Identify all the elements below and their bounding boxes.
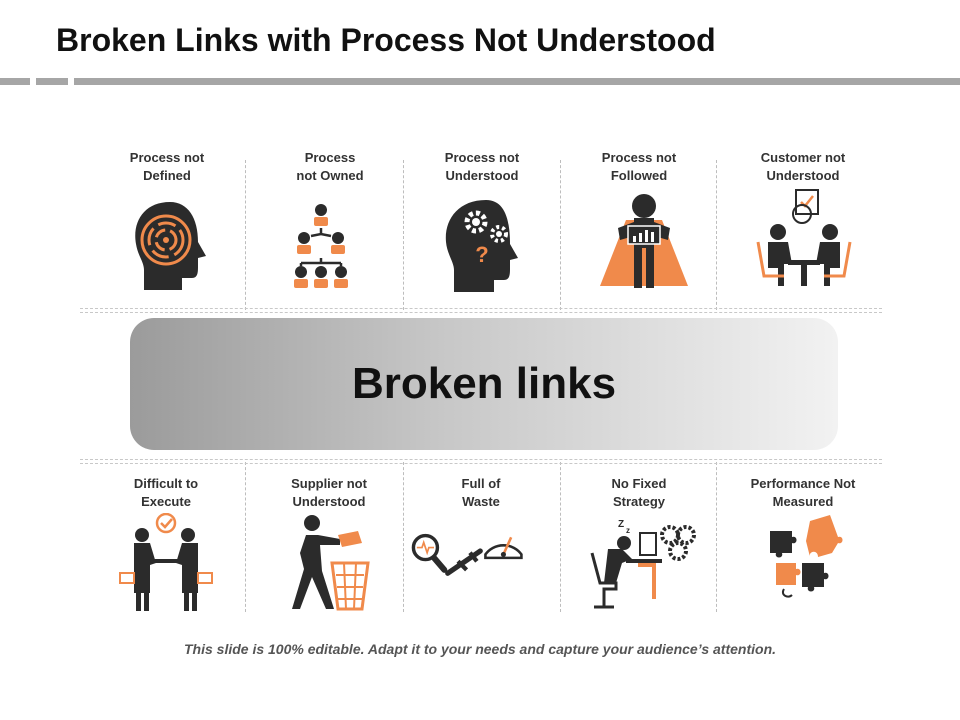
presenter-icon — [600, 194, 688, 288]
throw-away-icon — [292, 515, 370, 611]
column-divider — [403, 462, 404, 612]
row-divider — [80, 312, 882, 313]
footer-note: This slide is 100% editable. Adapt it to… — [183, 641, 777, 657]
title-underline-segment — [0, 78, 30, 85]
org-chart-icon — [294, 204, 348, 288]
title-underline-segment — [36, 78, 68, 85]
column-divider — [245, 160, 246, 310]
sleeping-worker-icon: Z z — [590, 519, 696, 609]
svg-text:z: z — [626, 526, 630, 535]
puzzle-icon — [770, 515, 843, 598]
meeting-icon — [756, 189, 852, 286]
handshake-icon — [119, 513, 213, 611]
column-divider — [560, 160, 561, 310]
column-divider — [245, 462, 246, 612]
row-divider — [80, 463, 882, 464]
inspection-gauge-icon — [411, 533, 523, 576]
column-divider — [560, 462, 561, 612]
column-divider — [716, 462, 717, 612]
svg-text:?: ? — [475, 242, 488, 267]
column-divider — [403, 160, 404, 310]
title-underline-bar — [74, 78, 960, 85]
slide-title: Broken Links with Process Not Understood — [56, 22, 716, 58]
gears-head-icon: ? — [445, 200, 518, 292]
row-divider — [80, 459, 882, 460]
maze-head-icon — [135, 202, 206, 290]
row-divider — [80, 308, 882, 309]
banner-title: Broken links — [351, 359, 617, 408]
broken-links-banner: Broken links — [130, 318, 838, 450]
column-divider — [716, 160, 717, 310]
svg-text:Z: Z — [618, 519, 624, 530]
